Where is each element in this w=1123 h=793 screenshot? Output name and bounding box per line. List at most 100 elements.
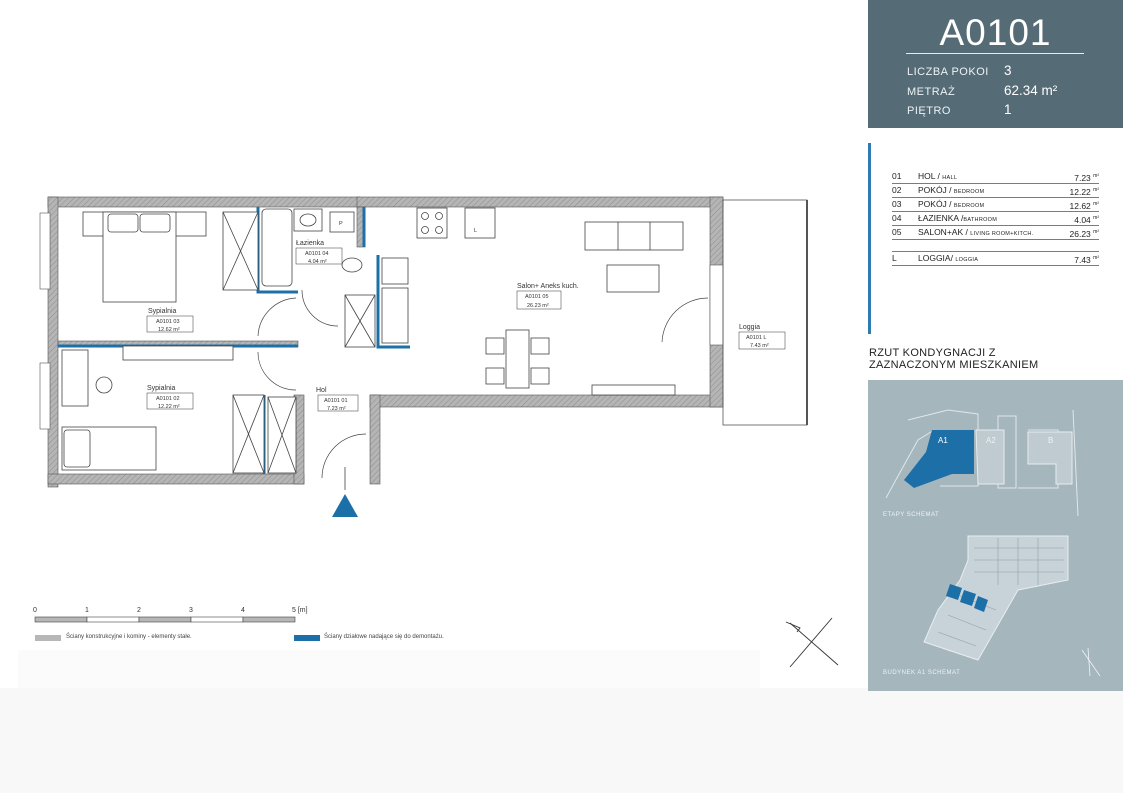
washing-machine [329,211,355,233]
legend-structural: Ściany konstrukcyjne i kominy - elementy… [66,634,192,640]
washbasin-bowl [299,213,317,227]
dining-chair [485,337,505,355]
room-name-pl: LOGGIA/ [918,253,956,263]
dining-chair [485,367,505,385]
schema-north-arrow-icon [1081,647,1101,677]
fridge-mark: L [474,228,477,234]
table-divider [892,240,1099,252]
schema-title-line2: ZAZNACZONYM MIESZKANIEM [869,359,1039,371]
hall-tag-box [317,394,359,412]
loggia-tag-box [738,331,786,350]
room-name-pl: POKÓJ / [918,185,954,195]
apartment-code: A0101 [939,12,1052,53]
scale-tick-0: 0 [33,607,37,614]
washer-mark: P [339,221,343,227]
exterior-wall-bottom-left [47,473,305,485]
building-a1-outline [923,535,1069,661]
table-row: 05 SALON+AK / LIVING ROOM+KITCH. 26.23 m… [892,226,1099,240]
exterior-wall-top-left [47,196,361,208]
stage-outline [1072,409,1079,517]
table-row: 03 POKÓJ / BEDROOM 12.62 m² [892,198,1099,212]
room-area-table: 01 HOL / HALL 7.23 m² 02 POKÓJ / BEDROOM… [892,170,1099,266]
desk [61,349,89,407]
room-area-value: 12.62 [1069,200,1091,211]
exterior-wall-bottom-right [369,394,724,408]
room-area-value: 4.04 [1074,214,1091,225]
apartment-header: A0101 LICZBA POKOI 3 METRAŻ 62.34 m² PIĘ… [868,0,1123,128]
a1-section-highlight [904,430,974,488]
door-entrance [321,433,367,479]
table-row: 04 ŁAZIENKA /BATHROOM 4.04 m² [892,212,1099,226]
burner [435,212,443,220]
bathroom-name: Łazienka [296,240,324,247]
room-name-en: LIVING ROOM+KITCH. [970,231,1034,237]
pillow [63,429,91,468]
room-name: POKÓJ / BEDROOM [918,184,984,199]
living-room-name: Salon+ Aneks kuch. [517,283,579,290]
cooktop [416,207,448,239]
building-schema-graphic: A1 A2 B [885,409,1101,677]
legend-partition: Ściany działowe nadające się do demontaż… [324,634,444,640]
partition-kitchen [376,255,410,349]
loggia-area: 7.43 m² [750,343,769,349]
scale-tick-3: 3 [189,607,193,614]
room-number: 05 [892,227,902,237]
schema-title: RZUT KONDYGNACJI Z ZAZNACZONYM MIESZKANI… [869,347,1038,371]
stage-schema-label: ETAPY SCHEMAT [883,512,940,518]
coffee-table [606,264,660,293]
room-area-value: 12.22 [1069,186,1091,197]
schema-title-line1: RZUT KONDYGNACJI Z [869,347,996,359]
rooms-count-label: LICZBA POKOI [907,66,989,78]
floor-value: 1 [1004,102,1012,117]
room-area-value: 7.43 [1074,254,1091,265]
building-schema-panel: A1 A2 B ETAPY SCHEMAT BUDYNEK A1 SCHEMAT [868,380,1123,691]
room-area-unit: m² [1093,187,1099,193]
building-schema-label: BUDYNEK A1 SCHEMAT [883,670,961,676]
room-area-value: 26.23 [1069,228,1091,239]
kitchen-counter [381,287,409,344]
section-label-a1: A1 [938,436,948,445]
scale-tick-5: 5 [m] [292,607,308,614]
section-label-b: B [1048,436,1053,445]
room-area-unit: m² [1093,229,1099,235]
room-number: 02 [892,185,902,195]
hall-area: 7.23 m² [327,406,346,412]
living-room-tag-box [516,290,562,310]
window-left-lower [39,362,51,430]
room-name-en: BEDROOM [953,189,985,195]
room-name-en: BATHROOM [963,217,998,223]
a2-section [975,429,1005,485]
bedroom-03-area: 12.62 m² [158,327,180,333]
burner [435,226,443,234]
burner [421,212,429,220]
floor-plan: Łazienka A0101 04 4.04 m² Sypialnia A010… [34,196,839,668]
room-area: 4.04 m² [1074,212,1099,227]
loggia-outline [722,199,808,426]
entrance-arrow-icon [332,494,358,517]
room-number: L [892,253,897,263]
bedroom-02-tag: A0101 02 [156,396,180,402]
room-name: POKÓJ / BEDROOM [918,198,984,213]
door-bedroom-02 [257,351,297,391]
stage-outline [907,409,979,487]
room-name: HOL / HALL [918,170,957,185]
area-value: 62.34 m² [1004,83,1058,98]
dining-chair [530,337,550,355]
room-area-unit: m² [1093,255,1099,261]
table-accent-bar [868,143,871,334]
room-name-pl: HOL / [918,171,943,181]
stage-outline [885,429,935,499]
loggia-name: Loggia [739,324,760,331]
room-area-value: 7.23 [1074,172,1091,183]
bedroom-02-name: Sypialnia [147,385,176,392]
room-area-unit: m² [1093,215,1099,221]
room-number: 04 [892,213,902,223]
bedroom-03-tag: A0101 03 [156,319,180,325]
legend-swatch-structural [35,635,61,641]
burner [421,226,429,234]
tv-cabinet [591,384,676,396]
room-number: 01 [892,171,902,181]
room-name-pl: SALON+AK / [918,227,971,237]
closet-mark [232,394,265,474]
pillow [107,213,139,233]
